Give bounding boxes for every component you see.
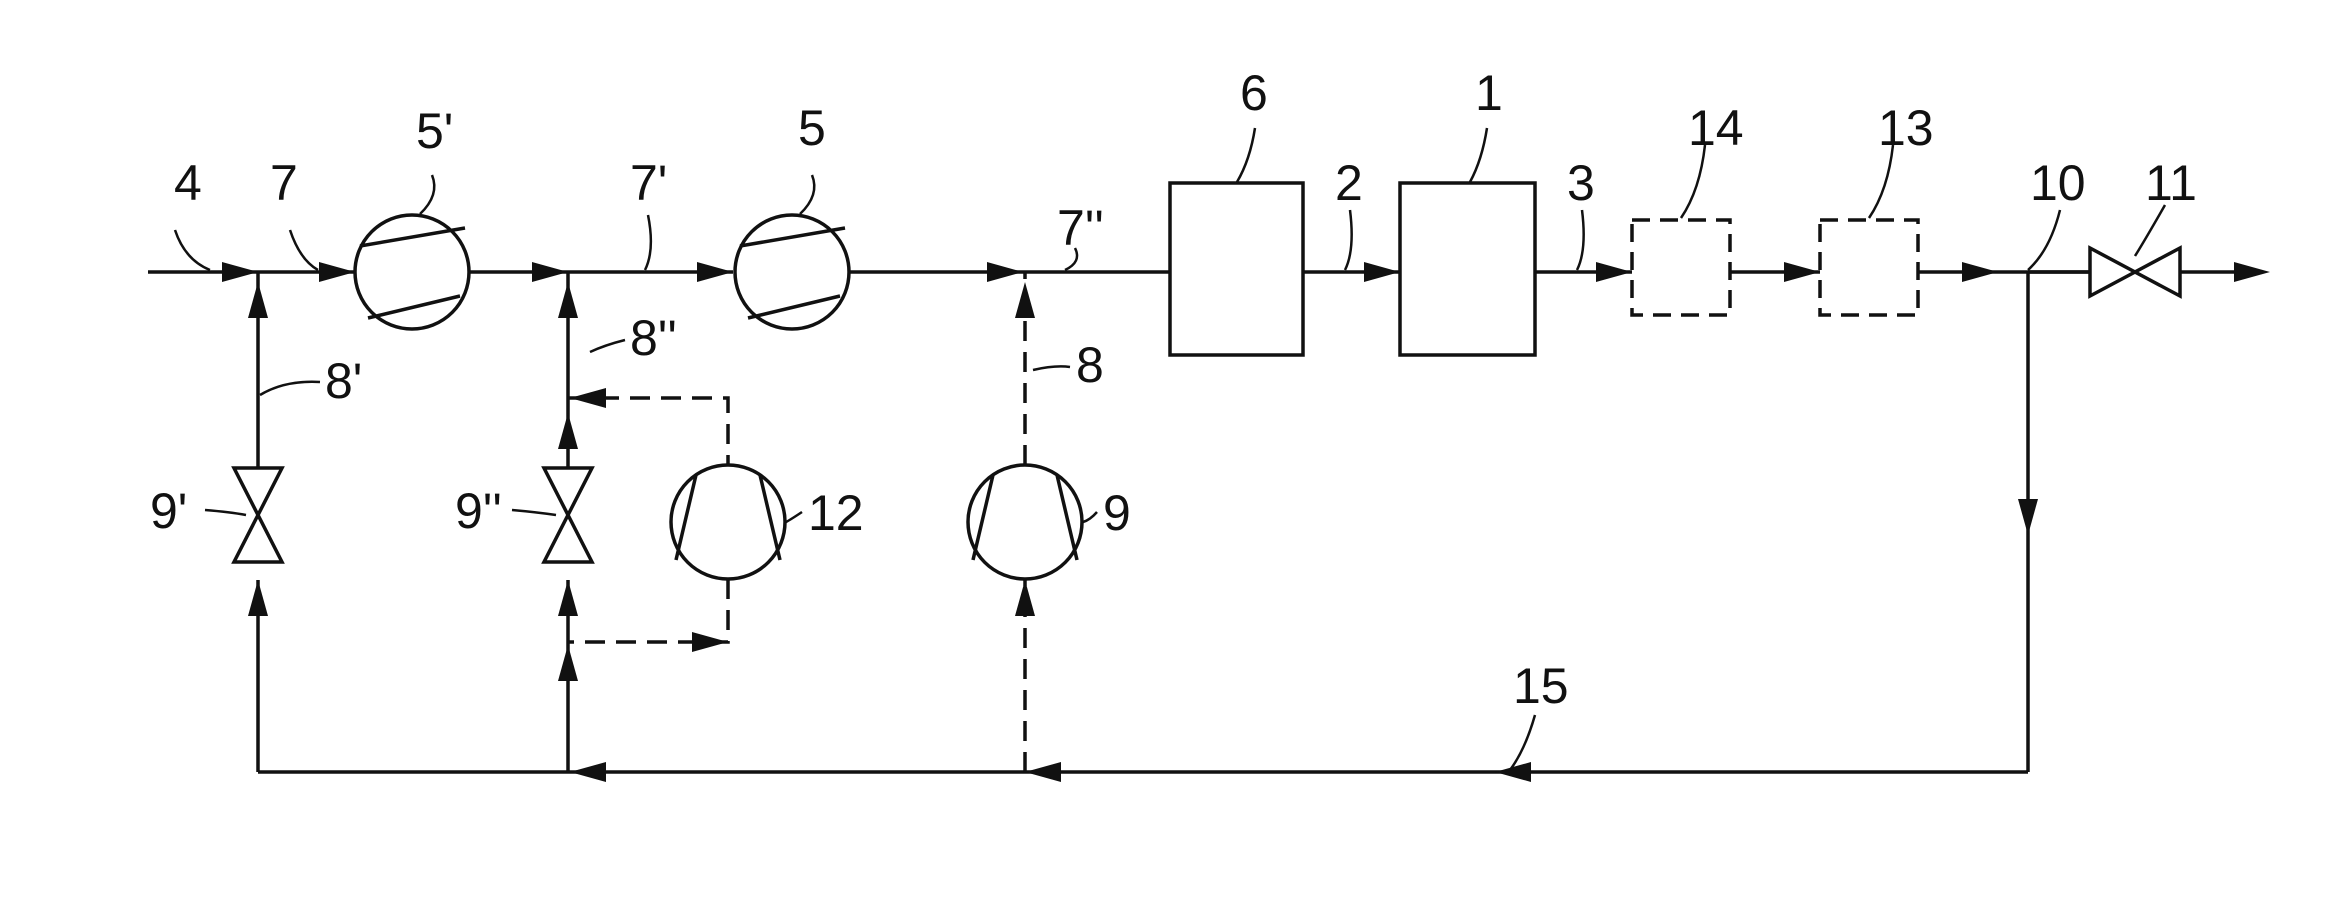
unit-1-box: [1400, 183, 1535, 355]
label-15: 15: [1513, 658, 1569, 714]
arrow-line-2: [1364, 262, 1400, 282]
label-8-prime: 8': [325, 353, 362, 409]
label-9-double-prime: 9'': [455, 483, 502, 539]
label-5-prime: 5': [416, 103, 453, 159]
arrow-8pp-lower-b: [558, 645, 578, 681]
label-14: 14: [1688, 100, 1744, 156]
arrow-8-lower: [1015, 580, 1035, 616]
label-11: 11: [2145, 155, 2197, 211]
compressor-9: [968, 465, 1082, 579]
arrow-8pp-upper: [558, 282, 578, 318]
label-1: 1: [1475, 65, 1503, 121]
arrow-line-3: [1596, 262, 1632, 282]
arrow-loop-12-upper: [570, 388, 606, 408]
label-8-double-prime: 8'': [630, 310, 677, 366]
label-9-prime: 9': [150, 483, 187, 539]
label-4: 4: [174, 155, 202, 211]
arrow-8-prime-lower: [248, 580, 268, 616]
label-7: 7: [270, 155, 298, 211]
optional-unit-14-box: [1632, 220, 1730, 315]
label-3: 3: [1567, 155, 1595, 211]
arrow-line-4: [222, 262, 258, 282]
arrow-line-14-13: [1784, 262, 1820, 282]
arrow-junction-7pp: [987, 262, 1023, 282]
arrow-8pp-lower-a: [558, 580, 578, 616]
arrow-line-7: [319, 262, 355, 282]
compressor-5: [735, 215, 849, 329]
optional-unit-13-box: [1820, 220, 1918, 315]
unit-6-box: [1170, 183, 1303, 355]
compressor-5-prime: [355, 215, 469, 329]
label-9: 9: [1103, 485, 1131, 541]
arrow-8pp-mid: [558, 413, 578, 449]
label-7-double-prime: 7'': [1057, 200, 1104, 256]
label-8: 8: [1076, 337, 1104, 393]
arrow-8-prime-upper: [248, 282, 268, 318]
compressor-12: [671, 465, 785, 579]
arrow-loop-12-lower: [692, 632, 728, 652]
arrow-outlet: [2234, 262, 2270, 282]
label-10: 10: [2030, 155, 2086, 211]
dashed-loop-12-upper: [568, 398, 728, 465]
arrow-return-15b: [1025, 762, 1061, 782]
label-12: 12: [808, 485, 864, 541]
dashed-loop-12-lower: [568, 579, 728, 642]
arrow-line-7p: [697, 262, 733, 282]
label-2: 2: [1335, 155, 1363, 211]
label-7-prime: 7': [630, 155, 667, 211]
label-6: 6: [1240, 65, 1268, 121]
arrow-branch-10-down: [2018, 499, 2038, 535]
label-13: 13: [1878, 100, 1934, 156]
arrow-line-13-10: [1962, 262, 1998, 282]
arrow-junction-7p: [532, 262, 568, 282]
arrow-8-upper: [1015, 282, 1035, 318]
arrow-return-15c: [570, 762, 606, 782]
label-5: 5: [798, 100, 826, 156]
